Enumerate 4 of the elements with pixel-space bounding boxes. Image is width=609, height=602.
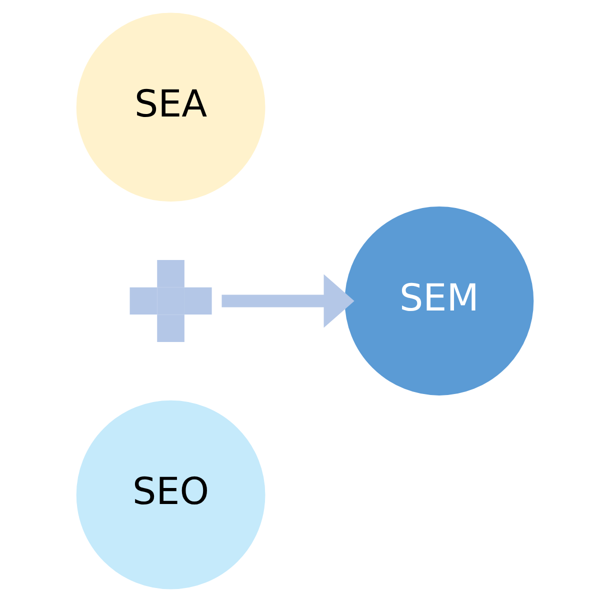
node-circle: SEA	[76, 12, 265, 202]
node-circle: SEO	[76, 400, 265, 590]
node-circle: SEM	[344, 206, 534, 396]
arrow	[221, 274, 354, 328]
